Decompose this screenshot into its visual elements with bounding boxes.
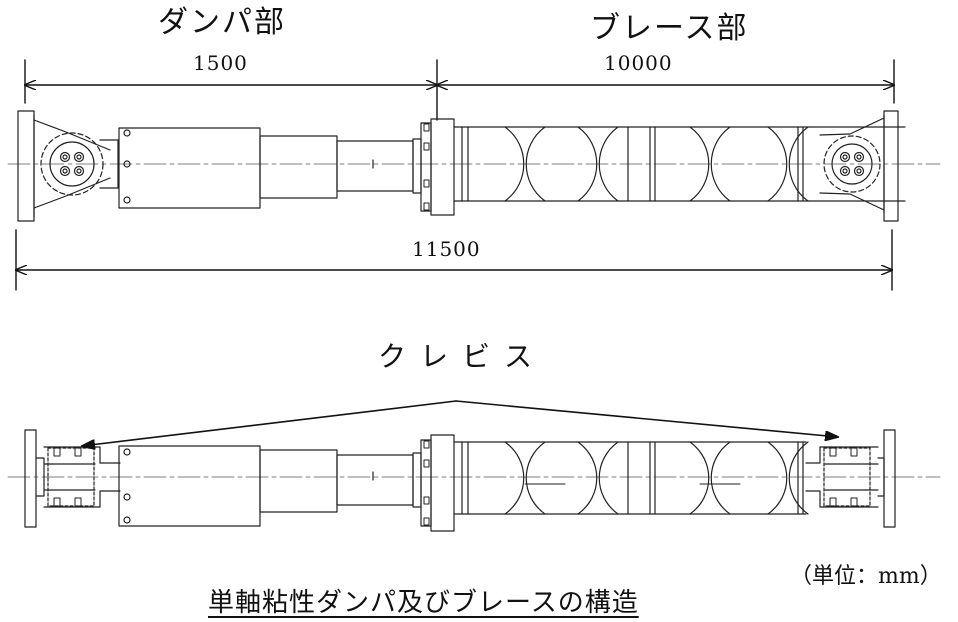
right-bottom-end-plate (883, 429, 896, 528)
total-length-label: 11500 (412, 237, 481, 261)
dimension-lines (16, 59, 894, 291)
connection-flange (420, 122, 432, 212)
left-bottom-end-plate (24, 429, 37, 528)
brace-length-label: 10000 (604, 51, 673, 75)
clevis-label: クレビス (378, 340, 547, 373)
left-clevis (47, 447, 95, 507)
brace-section-label: ブレース部 (590, 11, 749, 46)
damper-length-label: 1500 (193, 51, 248, 75)
bottom-view-assembly (7, 429, 941, 532)
right-end-plate (883, 110, 899, 222)
damper-rod (336, 140, 414, 192)
unit-label: （単位：mm） (790, 564, 942, 589)
clevis-callout-arrows (82, 400, 838, 446)
brace-tube (453, 126, 906, 202)
damper-cylinder (118, 127, 261, 209)
figure-caption: 単軸粘性ダンパ及びブレースの構造 (208, 588, 639, 618)
top-view-assembly (7, 110, 941, 222)
right-clevis (823, 447, 871, 507)
damper-section-label: ダンパ部 (158, 5, 286, 40)
left-end-plate (17, 110, 35, 222)
